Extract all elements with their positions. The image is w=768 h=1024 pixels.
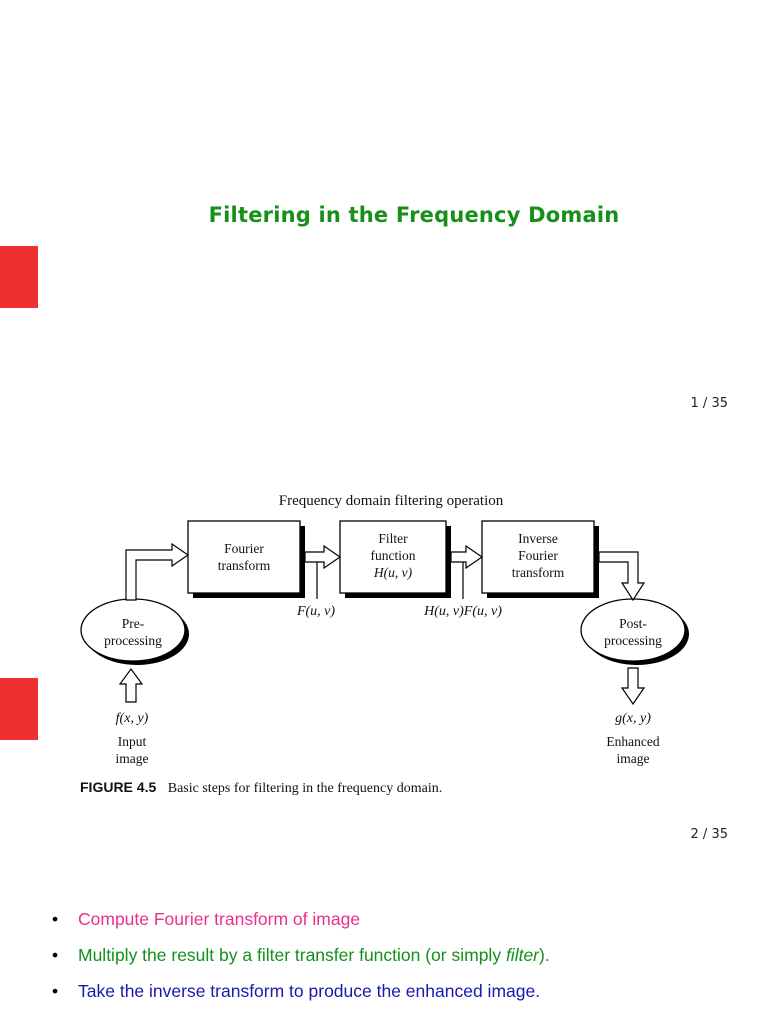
bullet-text-1: Compute Fourier transform of image (78, 909, 361, 929)
output-label-1: Enhanced (606, 734, 659, 749)
slide-title: Filtering in the Frequency Domain (208, 203, 620, 227)
fourier-transform-block: Fourier transform (187, 520, 305, 598)
input-label-1: Input (118, 734, 147, 749)
inverse-label-2: Fourier (518, 548, 558, 563)
arrow-pre-to-fourier (125, 542, 190, 601)
bullet-text-2a: Multiply the result by a filter transfer… (78, 945, 506, 965)
figure-caption-text: Basic steps for filtering in the frequen… (168, 781, 442, 796)
signal-f: f(x, y) (116, 711, 149, 726)
arrow-fourier-to-filter (304, 544, 342, 570)
filter-label-2: function (371, 548, 416, 563)
signal-g: g(x, y) (615, 711, 651, 726)
bullet-dot: • (52, 981, 59, 1001)
arrow-filter-to-inverse (450, 544, 484, 570)
bullet-item-3: • Take the inverse transform to produce … (52, 974, 550, 1010)
arrow-input-to-pre (118, 667, 144, 703)
frequency-filtering-diagram: Frequency domain filtering operation Fou… (80, 493, 689, 796)
page-number-1: 1 / 35 (690, 396, 728, 411)
bullet-item-2: • Multiply the result by a filter transf… (52, 938, 550, 974)
post-label-1: Post- (619, 616, 647, 631)
arrow-inverse-to-post (598, 551, 646, 602)
fourier-label-2: transform (218, 558, 271, 573)
figure-caption: FIGURE 4.5 Basic steps for filtering in … (80, 779, 442, 796)
filter-label-3: H(u, v) (373, 565, 413, 580)
inverse-label-3: transform (512, 565, 565, 580)
fourier-label-1: Fourier (224, 541, 264, 556)
post-processing-oval: Post- processing (580, 598, 689, 665)
bullet-text-2b: ). (539, 945, 550, 965)
bullet-list: • Compute Fourier transform of image • M… (52, 902, 550, 1010)
signal-HF: H(u, v)F(u, v) (423, 604, 502, 619)
signal-F: F(u, v) (296, 604, 335, 619)
filter-function-block: Filter function H(u, v) (339, 520, 451, 598)
inverse-fourier-block: Inverse Fourier transform (481, 520, 599, 598)
arrow-post-to-output (620, 667, 646, 706)
slide-marker-1 (0, 246, 38, 308)
input-label-2: image (116, 751, 149, 766)
figure-caption-label: FIGURE 4.5 (80, 779, 156, 795)
diagram-header: Frequency domain filtering operation (279, 493, 504, 509)
filter-label-1: Filter (378, 531, 408, 546)
pre-processing-oval: Pre- processing (80, 598, 189, 665)
bullet-item-1: • Compute Fourier transform of image (52, 902, 550, 938)
bullet-dot: • (52, 909, 59, 929)
bullet-dot: • (52, 945, 59, 965)
output-label-2: image (617, 751, 650, 766)
page-number-2: 2 / 35 (690, 827, 728, 842)
bullet-text-3: Take the inverse transform to produce th… (78, 981, 541, 1001)
pre-label-2: processing (104, 633, 162, 648)
slide-marker-2 (0, 678, 38, 740)
post-label-2: processing (604, 633, 662, 648)
inverse-label-1: Inverse (518, 531, 558, 546)
pre-label-1: Pre- (122, 616, 145, 631)
bullet-text-2-emphasis: filter (505, 945, 539, 965)
